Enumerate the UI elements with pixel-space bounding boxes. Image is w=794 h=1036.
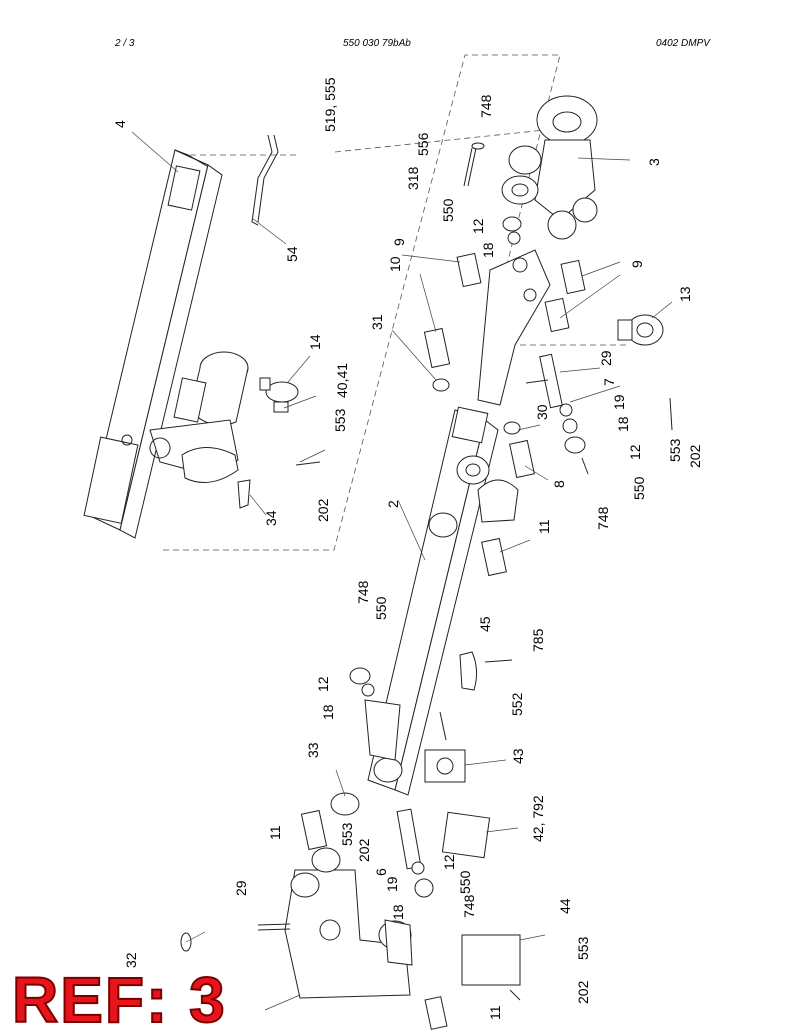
leader-lines <box>131 131 673 1011</box>
page-number: 2 / 3 <box>115 38 135 49</box>
callout-label: 12 <box>315 676 331 692</box>
handle-rod <box>251 134 273 226</box>
callout-label: 34 <box>263 510 279 526</box>
callout-label: 18 <box>480 242 496 258</box>
callout-label: 553 <box>667 438 683 462</box>
callout-label: 18 <box>320 704 336 720</box>
callout-label: 550 <box>373 596 389 620</box>
swivel-housing <box>501 95 598 240</box>
bracket-34 <box>237 479 251 509</box>
callout-label: 12 <box>470 218 486 234</box>
callout-label: 4 <box>112 120 128 128</box>
callout-label: 10 <box>387 256 403 272</box>
callout-label: 553 <box>332 408 348 432</box>
clamp-bracket <box>259 377 299 413</box>
callout-label: 18 <box>615 416 631 432</box>
callout-label: 18 <box>390 904 406 920</box>
revision-code: 0402 DMPV <box>656 38 710 49</box>
callout-label: 31 <box>369 314 385 330</box>
callout-label: 54 <box>284 246 300 262</box>
callout-label: 6 <box>373 868 389 876</box>
callout-label: 785 <box>530 628 546 652</box>
pin-318 <box>463 147 473 187</box>
callout-label: 2 <box>385 500 401 508</box>
callout-label: 519, 555 <box>322 77 338 132</box>
callout-label: 30 <box>534 404 550 420</box>
upper-group-outline <box>163 54 561 551</box>
clamp-33 <box>330 792 360 816</box>
callout-label: 8 <box>551 480 567 488</box>
callout-label: 202 <box>356 838 372 862</box>
callout-label: 3 <box>646 158 662 166</box>
callout-label: 550 <box>457 870 473 894</box>
bushing-10 <box>423 327 451 369</box>
callout-label: 7 <box>601 378 617 386</box>
callout-label: 29 <box>598 350 614 366</box>
base-bracket <box>284 847 413 999</box>
main-boom <box>364 406 499 796</box>
bushing-9a <box>456 252 482 288</box>
callout-label: 552 <box>509 692 525 716</box>
callout-label: 19 <box>384 876 400 892</box>
hydraulic-motor <box>149 351 249 483</box>
callout-label: 19 <box>611 394 627 410</box>
callout-label: 748 <box>478 94 494 118</box>
callout-label: 202 <box>315 498 331 522</box>
callout-label: 553 <box>575 936 591 960</box>
bushing-9b <box>560 259 586 295</box>
callout-label: 12 <box>441 854 457 870</box>
reference-badge: REF: 3 <box>11 964 227 1036</box>
callout-label: 202 <box>575 980 591 1004</box>
callout-label: 44 <box>557 898 573 914</box>
callout-label: 748 <box>355 580 371 604</box>
bushing-11b <box>300 809 328 851</box>
clamp-13 <box>617 314 664 346</box>
callout-label: 9 <box>391 238 407 246</box>
flange-43 <box>424 749 466 783</box>
callout-label: 13 <box>677 286 693 302</box>
callout-label: 12 <box>627 444 643 460</box>
link-plate <box>477 249 551 406</box>
cylinder-rod-7 <box>539 353 563 409</box>
bushing-11c <box>424 996 448 1030</box>
callout-label: 11 <box>267 825 283 840</box>
bushing-11a <box>481 537 507 577</box>
valve-block-42 <box>441 811 491 859</box>
callout-label: 9 <box>629 260 645 268</box>
callout-label: 45 <box>477 616 493 632</box>
upper-boom-arm <box>83 149 223 539</box>
callout-label: 202 <box>687 444 703 468</box>
callout-label: 553 <box>339 822 355 846</box>
callout-label: 32 <box>123 952 139 968</box>
callout-label: 550 <box>631 476 647 500</box>
bushing-9c <box>544 297 570 333</box>
callout-label: 40,41 <box>334 363 350 398</box>
callout-label: 556 <box>415 132 431 156</box>
callout-label: 748 <box>461 894 477 918</box>
callout-label: 550 <box>440 198 456 222</box>
callout-label: 43 <box>510 748 526 764</box>
callout-label: 29 <box>233 880 249 896</box>
saddle-bracket <box>477 479 519 523</box>
cover-plate-44 <box>461 934 521 986</box>
document-number: 550 030 79bAb <box>343 38 411 49</box>
callout-label: 33 <box>305 742 321 758</box>
callout-label: 11 <box>536 519 552 534</box>
callout-label: 318 <box>405 166 421 190</box>
callout-label: 14 <box>307 334 323 350</box>
callout-label: 42, 792 <box>530 795 546 842</box>
callout-label: 748 <box>595 506 611 530</box>
quadrant-45 <box>459 651 478 691</box>
callout-label: 11 <box>487 1005 503 1020</box>
